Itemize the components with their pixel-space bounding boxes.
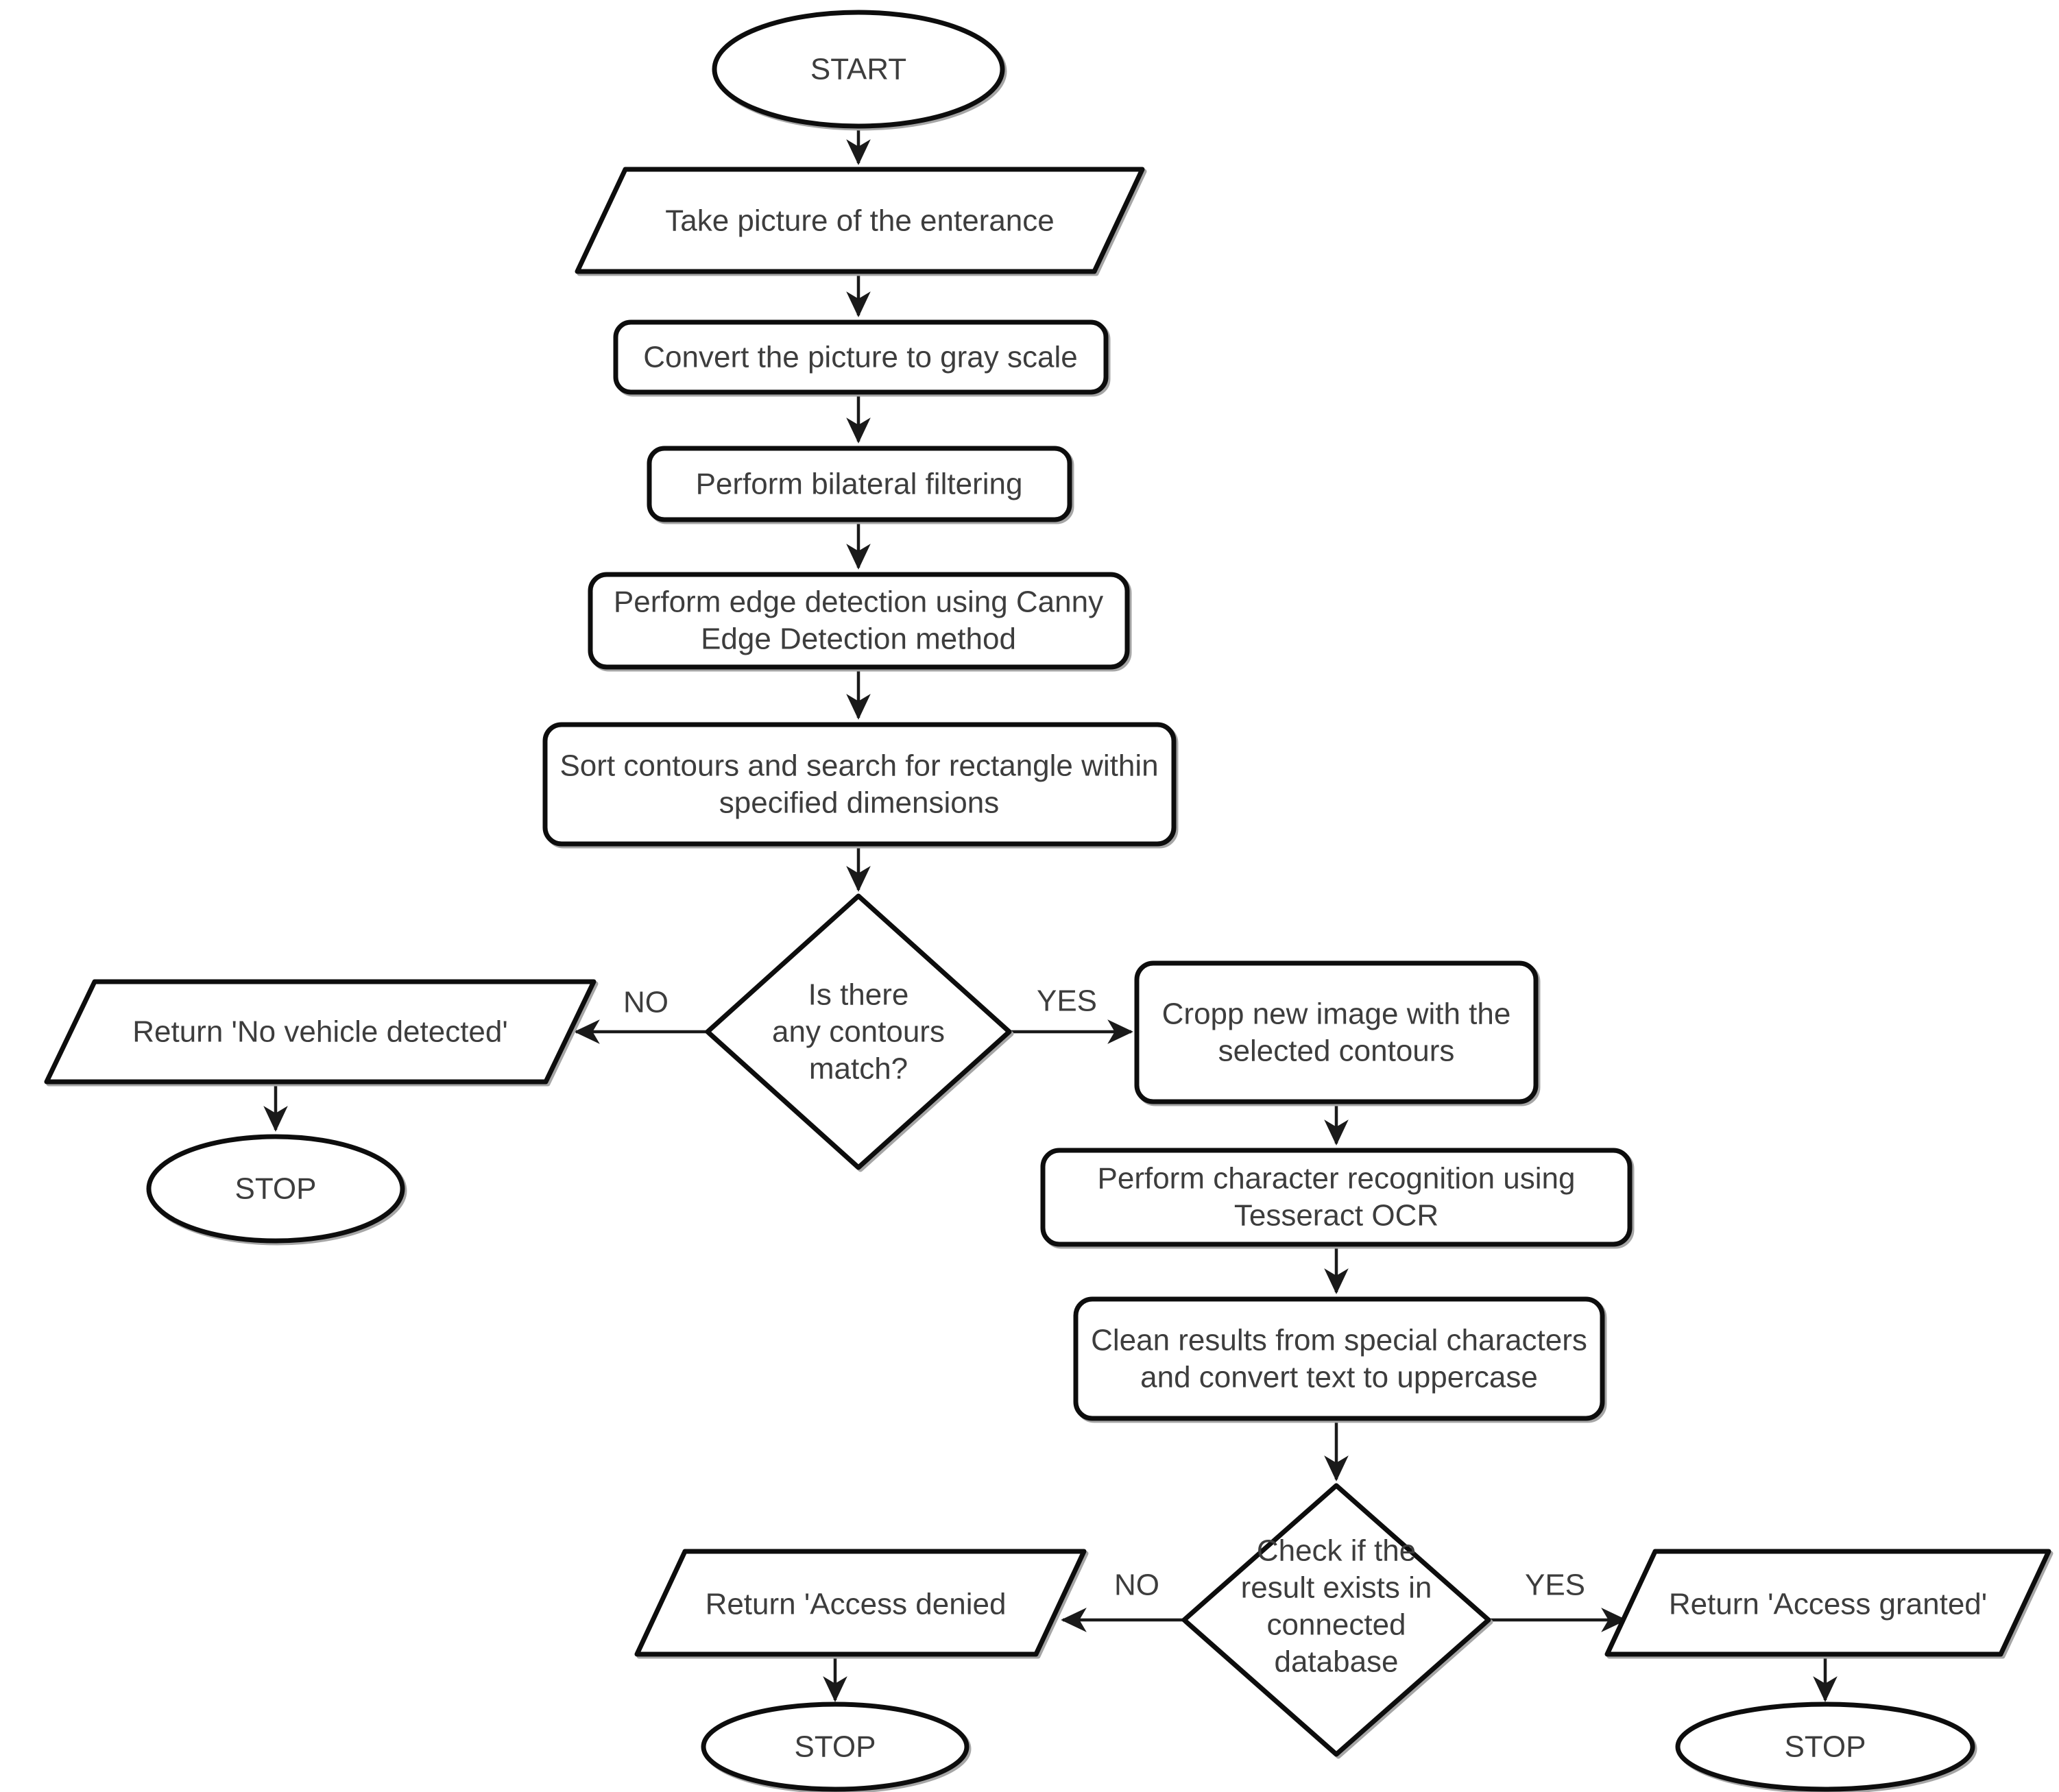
sort-contours-label-line1: Sort contours and search for rectangle w… <box>559 749 1158 783</box>
contours-match-label-line1: Is there <box>808 978 909 1012</box>
stop-bottom-right-terminator <box>1675 1702 1975 1792</box>
node-labels: START Take picture of the enterance Conv… <box>132 53 1987 1764</box>
contours-no-label: NO <box>623 986 669 1019</box>
db-check-label-line2: result exists in <box>1241 1571 1432 1605</box>
db-check-label-line4: database <box>1274 1645 1398 1679</box>
bilateral-process <box>647 446 1072 522</box>
db-check-label-line3: connected <box>1266 1608 1406 1642</box>
convert-gray-process <box>613 319 1109 395</box>
shapes <box>44 10 2051 1792</box>
cropp-process <box>1134 960 1539 1104</box>
stop-bottom-left-label: STOP <box>794 1730 876 1764</box>
db-check-decision <box>1181 1483 1491 1757</box>
sort-contours-label-line2: specified dimensions <box>719 786 999 820</box>
return-granted-label: Return 'Access granted' <box>1669 1588 1987 1621</box>
start-terminator <box>712 10 1005 129</box>
edges <box>263 126 1838 1702</box>
db-check-label-line1: Check if the <box>1257 1534 1416 1568</box>
contours-match-label-line3: match? <box>809 1052 908 1086</box>
canny-label-line1: Perform edge detection using Canny <box>614 585 1103 619</box>
tesseract-process <box>1040 1148 1633 1247</box>
stop-left-terminator <box>146 1134 405 1244</box>
return-denied-label: Return 'Access denied <box>706 1588 1007 1621</box>
db-no-label: NO <box>1114 1569 1159 1602</box>
tesseract-label-line1: Perform character recognition using <box>1098 1162 1576 1196</box>
clean-results-process <box>1073 1296 1605 1421</box>
clean-results-label-line1: Clean results from special characters <box>1091 1324 1587 1357</box>
start-label: START <box>810 53 906 86</box>
return-denied-parallelogram <box>634 1549 1087 1657</box>
contours-yes-label: YES <box>1037 984 1097 1018</box>
cropp-label-line1: Cropp new image with the <box>1162 997 1511 1031</box>
return-no-vehicle-parallelogram <box>44 979 597 1085</box>
canny-label-line2: Edge Detection method <box>701 622 1016 656</box>
clean-results-label-line2: and convert text to uppercase <box>1140 1361 1538 1394</box>
stop-bottom-right-label: STOP <box>1784 1730 1866 1764</box>
convert-gray-label: Convert the picture to gray scale <box>643 341 1077 374</box>
take-picture-label: Take picture of the enterance <box>665 204 1054 238</box>
db-yes-label: YES <box>1525 1569 1585 1602</box>
bilateral-label: Perform bilateral filtering <box>696 468 1023 501</box>
canny-process <box>588 572 1130 670</box>
contours-match-decision <box>705 893 1012 1170</box>
stop-bottom-left-terminator <box>701 1702 970 1792</box>
edge-labels: NO YES NO YES <box>623 984 1585 1602</box>
take-picture-parallelogram <box>575 167 1145 274</box>
cropp-label-line2: selected contours <box>1218 1034 1455 1068</box>
return-no-vehicle-label: Return 'No vehicle detected' <box>132 1015 508 1049</box>
sort-contours-process <box>542 722 1177 847</box>
stop-left-label: STOP <box>234 1172 316 1206</box>
contours-match-label-line2: any contours <box>772 1015 945 1049</box>
return-granted-parallelogram <box>1604 1549 2051 1657</box>
tesseract-label-line2: Tesseract OCR <box>1234 1199 1438 1233</box>
